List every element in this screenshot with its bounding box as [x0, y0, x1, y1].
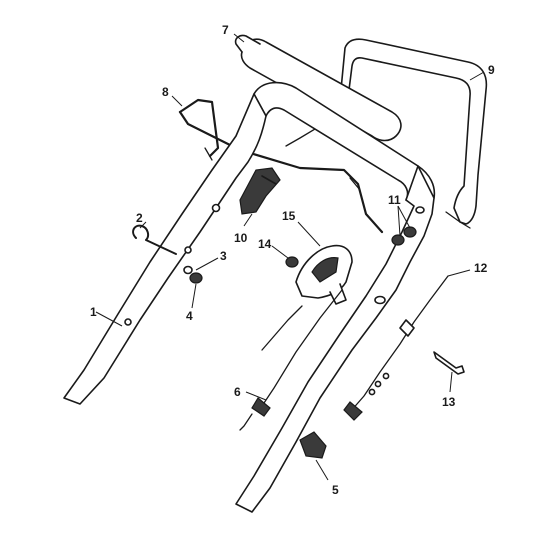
callout-15: 15: [282, 209, 296, 223]
part-11-nuts: [391, 226, 417, 246]
part-14-nut: [285, 256, 299, 268]
leader-lines: [95, 33, 485, 481]
part-3-washer: [183, 265, 193, 275]
callout-6: 6: [234, 385, 241, 399]
part-13-bolt: [433, 351, 465, 375]
callout-7: 7: [222, 23, 229, 37]
part-15-throttle-control: [295, 244, 353, 305]
callout-1: 1: [90, 305, 97, 319]
part-6-throttle-cable: [239, 289, 343, 431]
part-9-bail-bar: [339, 38, 488, 229]
callout-9: 9: [488, 63, 495, 77]
callout-13: 13: [442, 395, 456, 409]
callout-5: 5: [332, 483, 339, 497]
callout-8: 8: [162, 85, 169, 99]
part-8-drive-bail: [178, 98, 384, 234]
part-12-drive-cable: [343, 275, 449, 421]
callout-11: 11: [388, 193, 401, 207]
callout-10: 10: [234, 231, 248, 245]
callout-14: 14: [258, 237, 272, 251]
main-handle: [63, 81, 436, 513]
callout-labels: 1 2 3 4 5 6 7 8 9 10 11 12 13 14 15: [90, 23, 495, 497]
part-4-nut: [189, 272, 203, 284]
callout-4: 4: [186, 309, 193, 323]
callout-2: 2: [136, 211, 143, 225]
part-10-cable-clip: [239, 167, 281, 215]
callout-3: 3: [220, 249, 227, 263]
part-5-connector: [299, 431, 327, 459]
callout-12: 12: [474, 261, 488, 275]
